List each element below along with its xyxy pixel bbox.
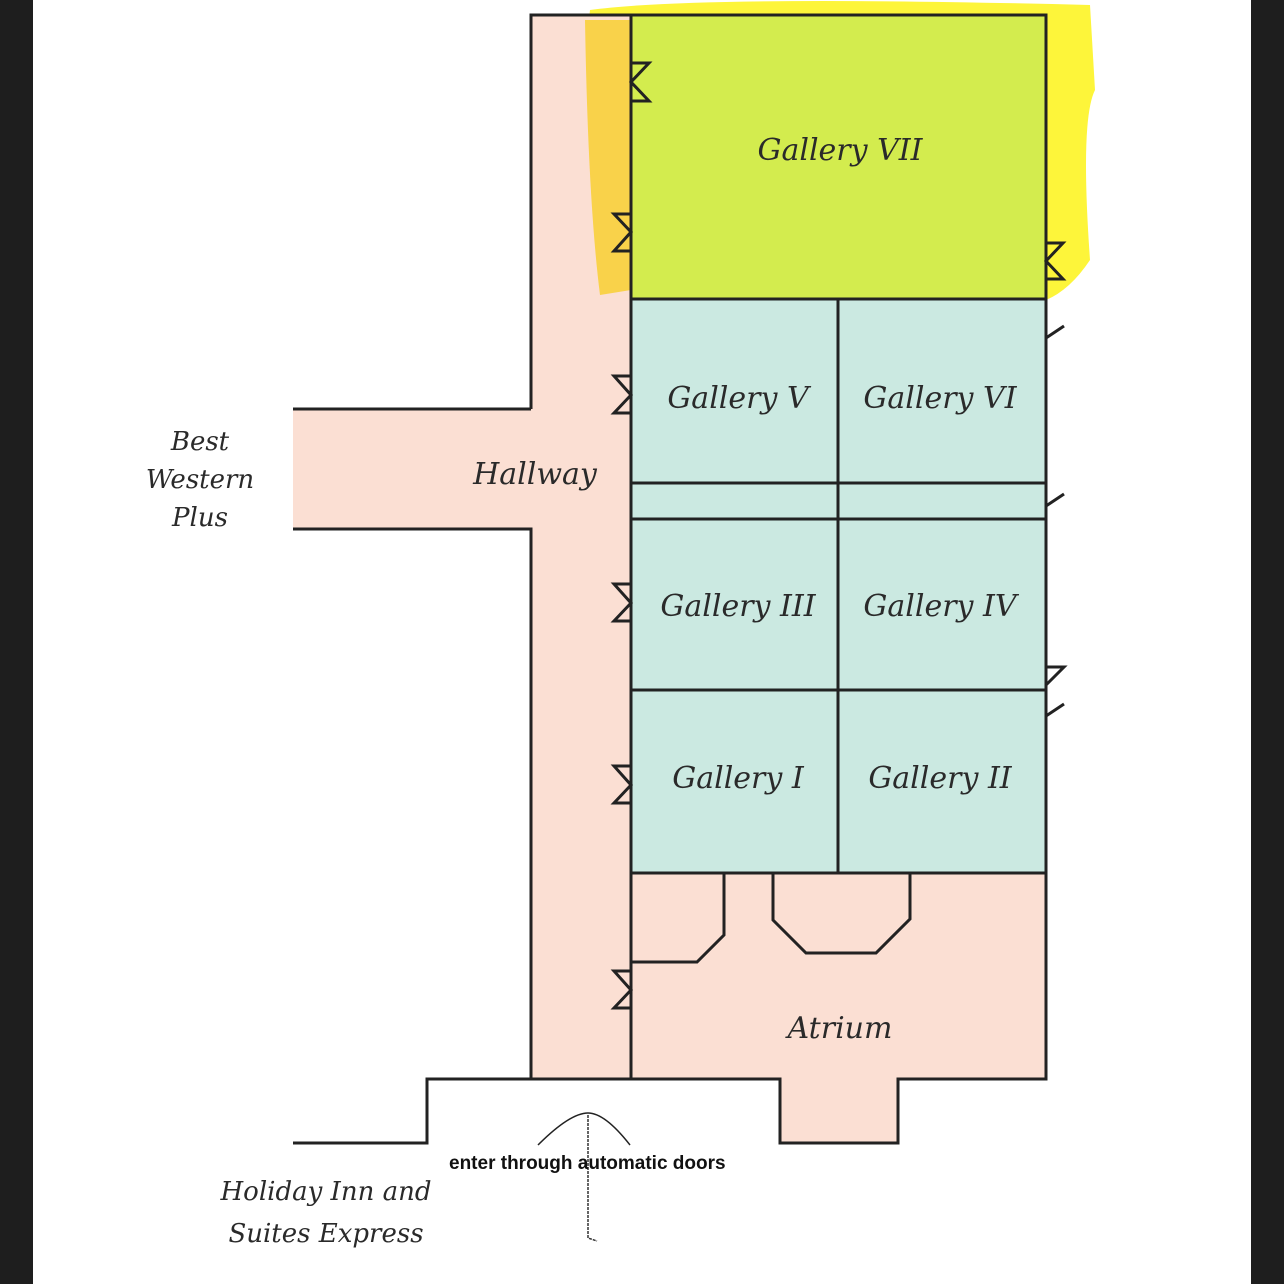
entrance-arrow-icon (537, 1112, 631, 1146)
holiday-inn-label: Suites Express (228, 1219, 423, 1249)
entrance-note: enter through automatic doors (449, 1153, 726, 1174)
holiday-inn-label: Holiday Inn and (220, 1177, 432, 1207)
best-western-label: Western (146, 465, 254, 495)
gallery-1-label: Gallery I (672, 761, 805, 796)
gallery-7-label: Gallery VII (758, 133, 924, 168)
gallery-7-room[interactable] (631, 15, 1046, 299)
door-icon (1045, 324, 1065, 340)
door-icon (1044, 665, 1068, 718)
gallery-5-label: Gallery V (667, 381, 812, 416)
best-western-label: Best (170, 427, 230, 457)
gallery-3-label: Gallery III (660, 589, 816, 624)
door-icon (628, 61, 653, 103)
door-icon (610, 764, 634, 805)
entrance-arrow-line (587, 1115, 598, 1242)
gallery-4-label: Gallery IV (863, 589, 1019, 624)
door-icon (1043, 241, 1067, 281)
atrium-area[interactable] (631, 873, 1046, 1143)
hallway-label: Hallway (472, 457, 598, 492)
highlight-overlap (585, 20, 631, 295)
best-western-label: Plus (171, 503, 228, 533)
door-icon (1045, 492, 1065, 508)
door-icon (610, 582, 634, 623)
hallway-area[interactable] (293, 15, 631, 1079)
gallery-6-label: Gallery VI (863, 381, 1017, 416)
walls (293, 13, 1048, 1145)
door-icon (610, 969, 634, 1010)
atrium-label: Atrium (785, 1011, 893, 1046)
gallery-2-label: Gallery II (868, 761, 1012, 796)
door-icon (610, 374, 634, 415)
door-icons (610, 61, 1068, 1010)
door-icon (610, 212, 634, 253)
